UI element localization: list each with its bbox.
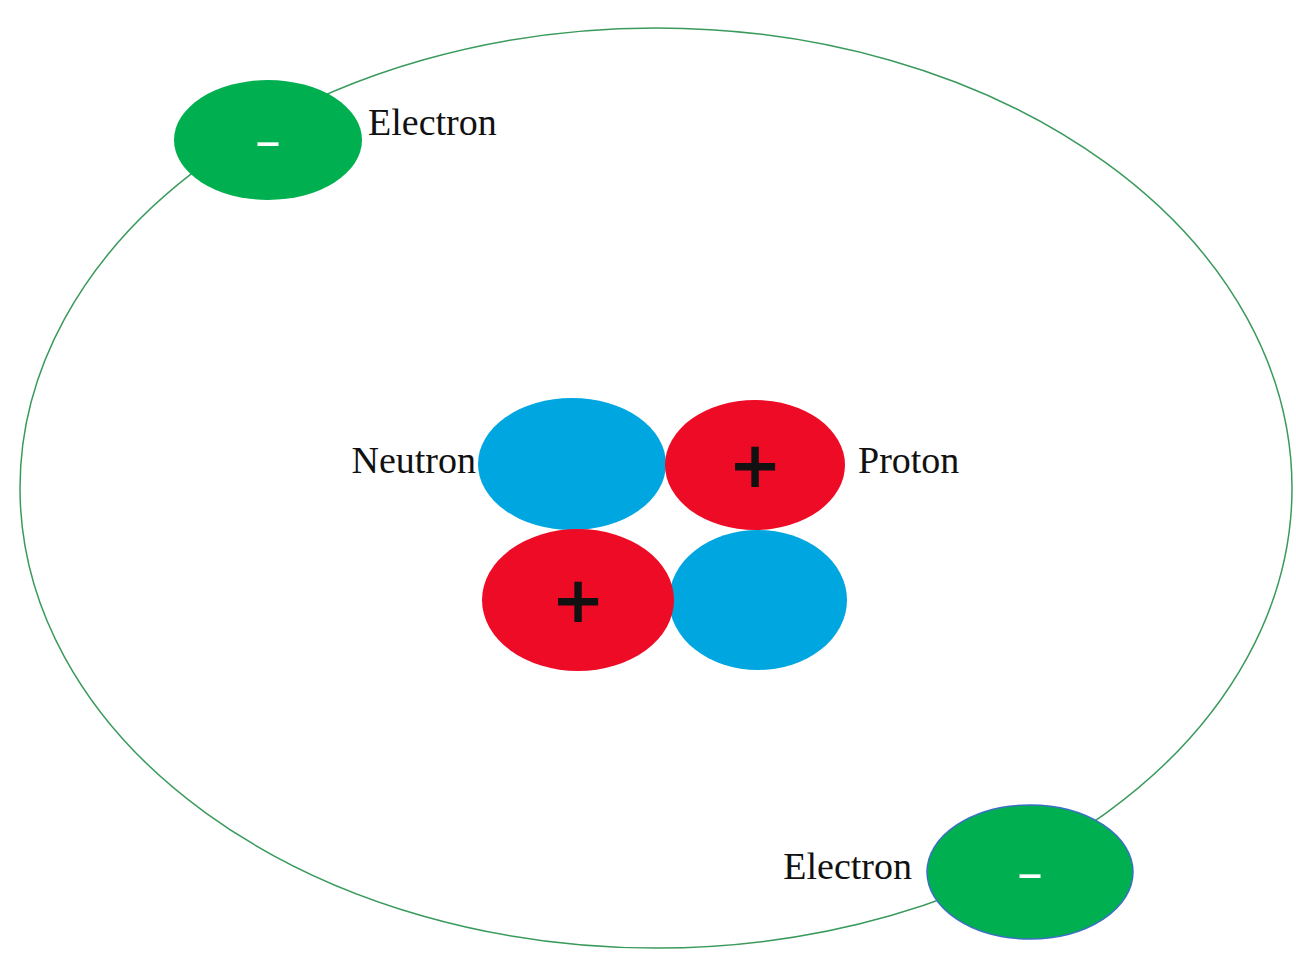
part-label: Neutron — [351, 441, 476, 479]
proton-particle: + — [664, 399, 846, 531]
orbit-ellipse — [20, 28, 1292, 948]
neutron-particle — [478, 398, 666, 530]
charge-sign: – — [1017, 846, 1043, 898]
part-label: Electron — [368, 103, 497, 141]
charge-sign: + — [728, 433, 782, 497]
part-label: Electron — [783, 847, 912, 885]
electron-particle: – — [926, 804, 1134, 940]
charge-sign: + — [551, 568, 605, 632]
electron-particle: – — [173, 79, 363, 201]
charge-sign: – — [255, 114, 281, 166]
proton-particle: + — [481, 528, 675, 672]
part-label: Proton — [858, 441, 959, 479]
neutron-particle — [669, 530, 847, 670]
